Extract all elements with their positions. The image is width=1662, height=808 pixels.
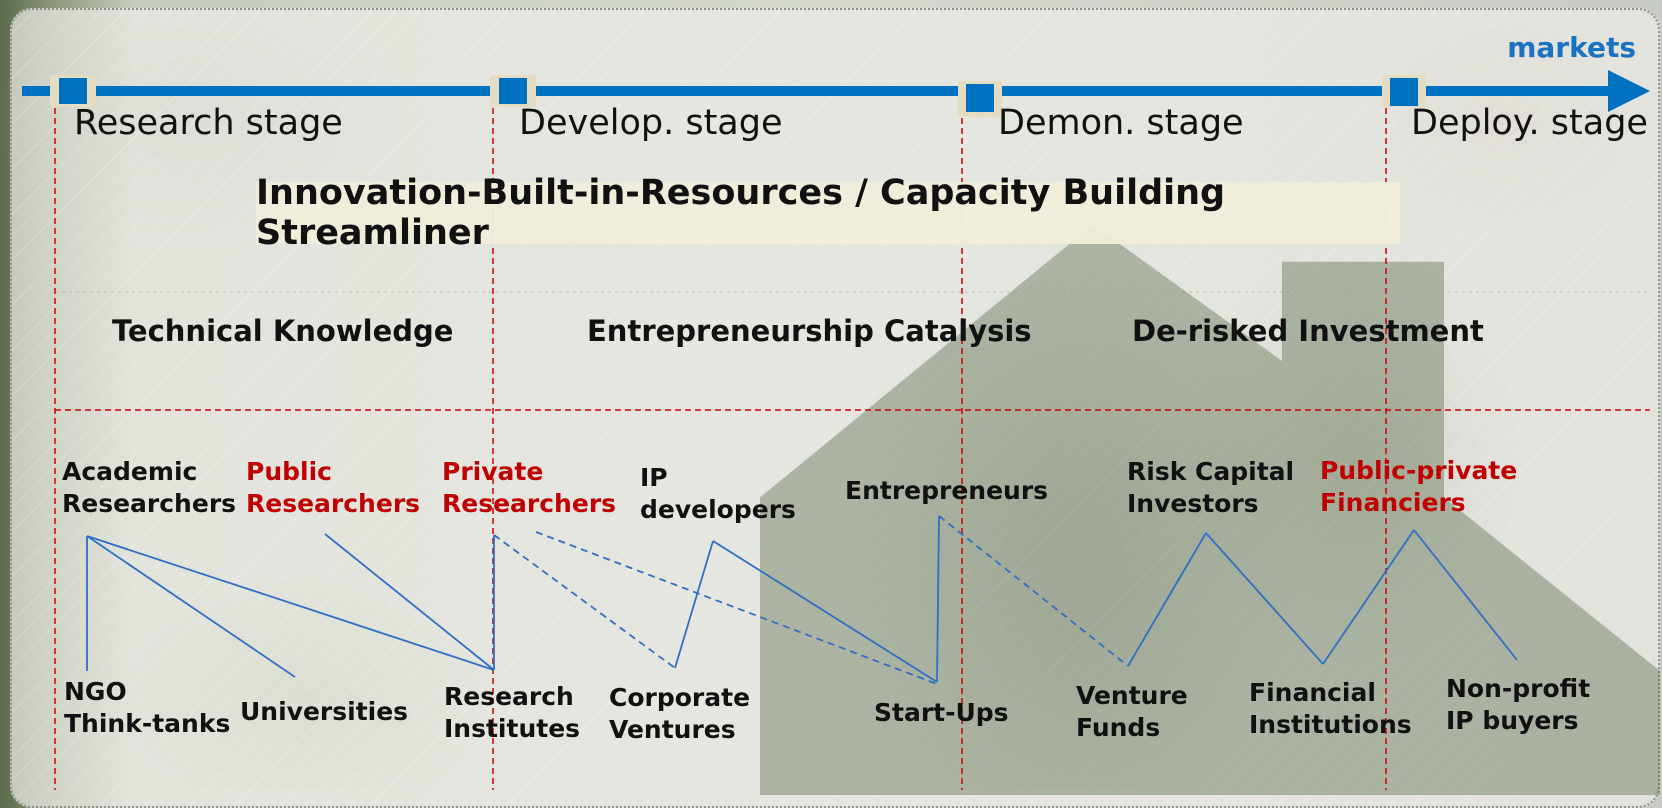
actor-academic-researchers: Academic Researchers [62,457,237,518]
link-entrepreneurs-to-venture-funds [938,515,1129,667]
actor-corporate-ventures: Corporate Ventures [609,683,751,744]
banner-title: Innovation-Built-in-Resources / Capacity… [256,173,1226,253]
stage-label-research: Research stage [74,103,343,143]
link-academic-to-research-inst [86,535,495,671]
link-entrepreneurs-to-startups [936,515,940,683]
category-entrepreneurship-catalysis: Entrepreneurship Catalysis [587,314,1032,348]
diagram-panel [10,8,1660,808]
stage-marker-develop [499,78,527,104]
actor-public-researchers: Public Researchers [246,457,421,518]
actor-risk-capital-investors: Risk Capital Investors [1127,457,1295,518]
actor-private-researchers: Private Researchers [442,457,617,518]
link-group [86,515,1518,685]
actor-ip-developers: IP developers [640,463,796,524]
stage-marker-deploy [1390,78,1418,106]
actor-research-institutes: Research Institutes [444,682,581,743]
stage-marker-research [59,78,87,104]
actor-public-private-financiers: Public-private Financiers [1320,456,1518,517]
link-public-to-research-inst [324,533,495,671]
stage-label-develop: Develop. stage [519,103,783,143]
category-technical-knowledge: Technical Knowledge [112,314,454,348]
actor-start-ups: Start-Ups [874,698,1009,727]
actor-venture-funds: Venture Funds [1076,681,1188,742]
stage-label-demon: Demon. stage [998,103,1244,143]
link-risk-capital-to-fin-inst [1205,532,1324,665]
category-derisked-investment: De-risked Investment [1132,314,1484,348]
link-ppp-fin-to-nonprofit [1413,529,1518,661]
stage-marker-demon [966,84,994,112]
actor-financial-institutions: Financial Institutions [1249,678,1412,739]
timeline-arrowhead [1608,70,1650,112]
actor-ngo-think-tanks: NGO Think-tanks [64,677,231,738]
link-ip-dev-to-startups [712,540,938,683]
link-ppp-fin-to-fin-inst [1322,529,1415,665]
link-ip-dev-to-corporate [674,540,714,669]
link-academic-to-universities [86,535,296,678]
stage-label-deploy: Deploy. stage [1411,103,1648,143]
actor-nonprofit-ip-buyers: Non-profit IP buyers [1446,674,1591,735]
link-private-to-corporate [493,534,676,669]
actor-entrepreneurs: Entrepreneurs [845,476,1049,505]
markets-label: markets [1507,31,1636,64]
streamliner-banner: Innovation-Built-in-Resources / Capacity… [256,173,1400,253]
link-risk-capital-to-venture-funds [1127,532,1207,667]
actor-universities: Universities [240,697,409,726]
